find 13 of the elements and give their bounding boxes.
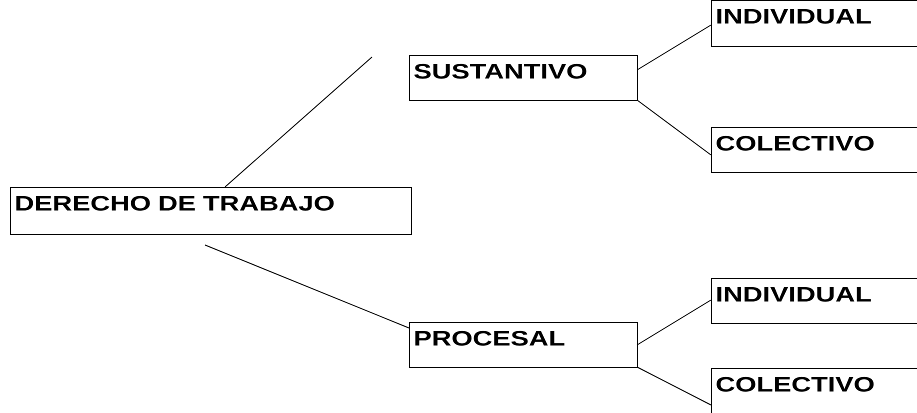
text-box: COLECTIVO bbox=[711, 368, 917, 413]
connector-line bbox=[224, 56, 372, 188]
text-box: DERECHO DE TRABAJO bbox=[10, 187, 412, 235]
connector-line bbox=[636, 366, 712, 406]
connector-line bbox=[636, 100, 712, 156]
text-box: INDIVIDUAL bbox=[711, 278, 917, 324]
connector-line bbox=[636, 300, 712, 346]
text-box: COLECTIVO bbox=[711, 127, 917, 173]
text-box: PROCESAL bbox=[409, 322, 638, 368]
connector-line bbox=[636, 24, 712, 70]
connector-line bbox=[204, 244, 410, 328]
text-box: INDIVIDUAL bbox=[711, 0, 917, 47]
text-box: SUSTANTIVO bbox=[409, 55, 638, 101]
